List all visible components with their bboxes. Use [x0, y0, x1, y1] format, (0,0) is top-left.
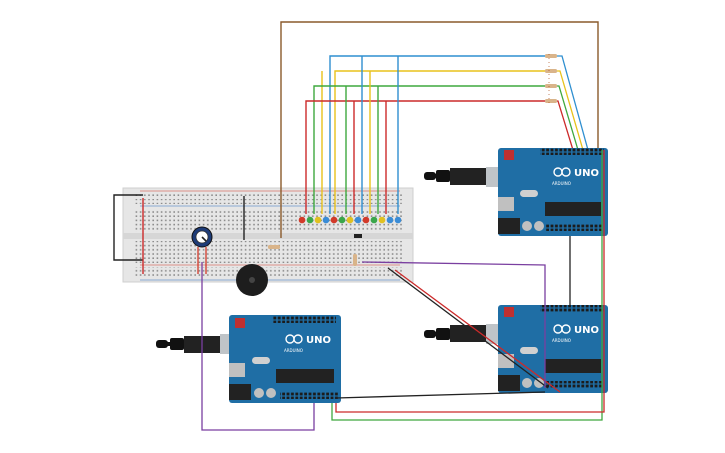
- usb-plug-icon: [156, 340, 168, 348]
- usb-plug-icon: [424, 172, 436, 180]
- wire-green-long[interactable]: [331, 150, 603, 421]
- wire-purple-right[interactable]: [361, 261, 546, 388]
- wire-purple-left[interactable]: [201, 262, 315, 431]
- usb-plug-icon: [424, 330, 436, 338]
- buzzer-icon[interactable]: [236, 264, 268, 296]
- chip-small: [354, 234, 362, 238]
- board-label: UNO: [574, 168, 599, 179]
- board-brand: ARDUINO: [552, 338, 571, 343]
- wire-red-right[interactable]: [335, 150, 605, 413]
- wire-black-loop[interactable]: [113, 194, 143, 261]
- arduino-board-bottom-left[interactable]: UNO ARDUINO: [156, 315, 341, 403]
- led-wires: [305, 55, 545, 214]
- board-label: UNO: [306, 335, 331, 346]
- board-label: UNO: [574, 325, 599, 336]
- board-brand: ARDUINO: [284, 348, 303, 353]
- arduino-board-bottom-right[interactable]: UNO ARDUINO: [424, 305, 608, 393]
- resistor-vertical: [353, 254, 357, 266]
- resistor-small: [268, 245, 280, 249]
- board-brand: ARDUINO: [552, 181, 571, 186]
- potentiometer-icon[interactable]: [191, 226, 213, 248]
- resistor-bank: [545, 54, 557, 103]
- arduino-board-top-right[interactable]: UNO ARDUINO: [424, 148, 608, 236]
- wire-black-diagonal[interactable]: [387, 267, 549, 389]
- wire-black-bottom[interactable]: [335, 391, 546, 399]
- breadboard: [122, 187, 414, 283]
- led-row: [298, 216, 402, 224]
- wire-brown[interactable]: [280, 21, 599, 238]
- wire-red-diagonal[interactable]: [394, 269, 561, 393]
